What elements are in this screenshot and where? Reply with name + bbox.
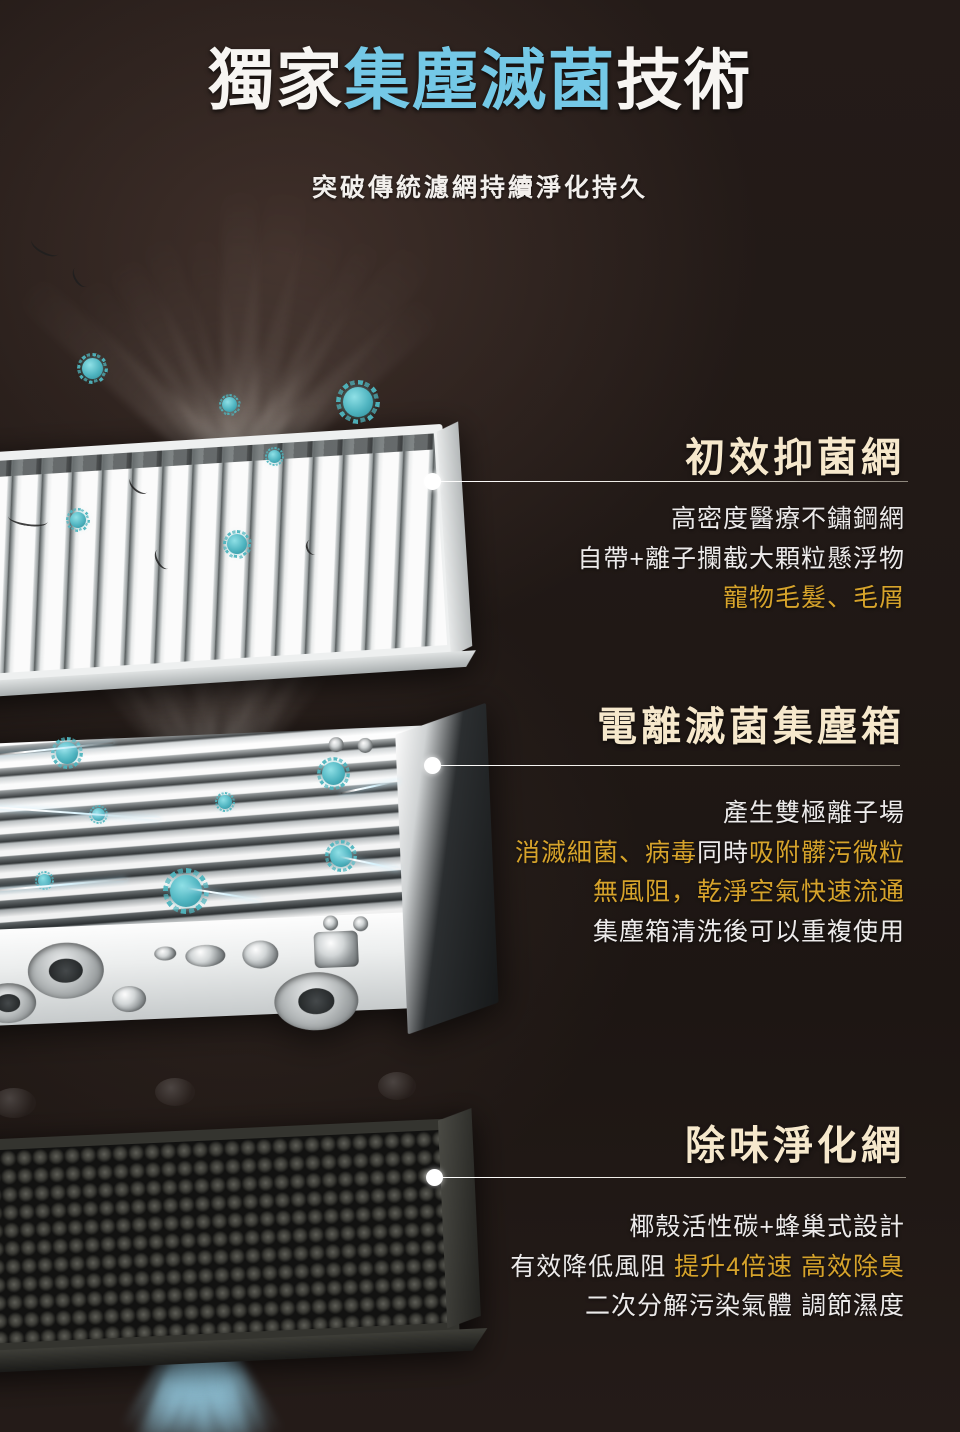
ionizer-front-panel <box>0 910 465 1028</box>
virus-particle <box>322 762 345 785</box>
connector-line-section-2 <box>438 765 900 766</box>
virus-particle <box>70 512 86 528</box>
ionizer-image <box>0 724 467 1075</box>
section-2-line-4: 集塵箱清洗後可以重複使用 <box>515 913 905 953</box>
ionizer-port-3 <box>273 970 359 1031</box>
page-title-prefix: 獨家 <box>208 43 344 117</box>
bokeh-dot-1 <box>0 1088 36 1118</box>
ionizer-knob-1 <box>185 944 226 968</box>
section-2-line-3: 無風阻，乾淨空氣快速流通 <box>515 873 905 913</box>
page-title-accent: 集塵滅菌 <box>344 43 616 117</box>
ionizer-side-panel <box>395 703 498 1035</box>
page-subtitle: 突破傳統濾網持續淨化持久 <box>0 168 960 204</box>
virus-particle <box>268 450 281 463</box>
ionizer-screw-2 <box>242 940 279 969</box>
section-1-line-2: 自帶+離子攔截大顆粒懸浮物 <box>577 540 905 580</box>
carbon-filter-body <box>0 1119 460 1357</box>
connector-line-section-3 <box>440 1177 906 1178</box>
section-1-title: 初效抑菌網 <box>685 425 905 483</box>
carbon-honeycomb-texture <box>0 1130 448 1345</box>
section-1-line-3: 寵物毛髮、毛屑 <box>577 579 905 619</box>
ionizer-port-1 <box>27 941 105 1000</box>
section-3-title: 除味淨化網 <box>685 1113 905 1171</box>
page-title-suffix: 技術 <box>616 43 752 117</box>
virus-particle <box>343 387 373 417</box>
virus-particle <box>227 534 247 554</box>
virus-particle <box>218 795 232 809</box>
carbon-filter-image <box>0 1119 460 1357</box>
virus-particle <box>82 358 103 379</box>
section-2-line-2: 消滅細菌、病毒同時吸附髒污微粒 <box>515 834 905 874</box>
section-1-line-1: 高密度醫療不鏽鋼網 <box>577 500 905 540</box>
section-3-line-3: 二次分解污染氣體 調節濕度 <box>510 1287 905 1327</box>
section-2-line-1: 產生雙極離子場 <box>515 794 905 834</box>
pet-hair-strand <box>28 234 61 260</box>
section-2-title: 電離滅菌集塵箱 <box>597 694 905 752</box>
ionizer-screw-1 <box>112 985 147 1012</box>
pet-hair-strand <box>69 264 93 290</box>
bokeh-dot-3 <box>378 1072 416 1100</box>
section-3-line-1: 椰殼活性碳+蜂巢式設計 <box>510 1208 905 1248</box>
ionizer-knob-2 <box>154 946 177 961</box>
ionizer-latch <box>313 930 358 968</box>
ionizer-port-2 <box>0 982 37 1024</box>
virus-particle <box>222 397 237 412</box>
section-3-line-2: 有效降低風阻 提升4倍速 高效除臭 <box>510 1248 905 1288</box>
section-1-lines: 高密度醫療不鏽鋼網 自帶+離子攔截大顆粒懸浮物 寵物毛髮、毛屑 <box>577 500 905 619</box>
section-2-lines: 產生雙極離子場 消滅細菌、病毒同時吸附髒污微粒 無風阻，乾淨空氣快速流通 集塵箱… <box>515 794 905 952</box>
section-3-lines: 椰殼活性碳+蜂巢式設計 有效降低風阻 提升4倍速 高效除臭 二次分解污染氣體 調… <box>510 1208 905 1327</box>
bokeh-dot-2 <box>155 1078 195 1106</box>
page-title: 獨家集塵滅菌技術 <box>0 46 960 115</box>
